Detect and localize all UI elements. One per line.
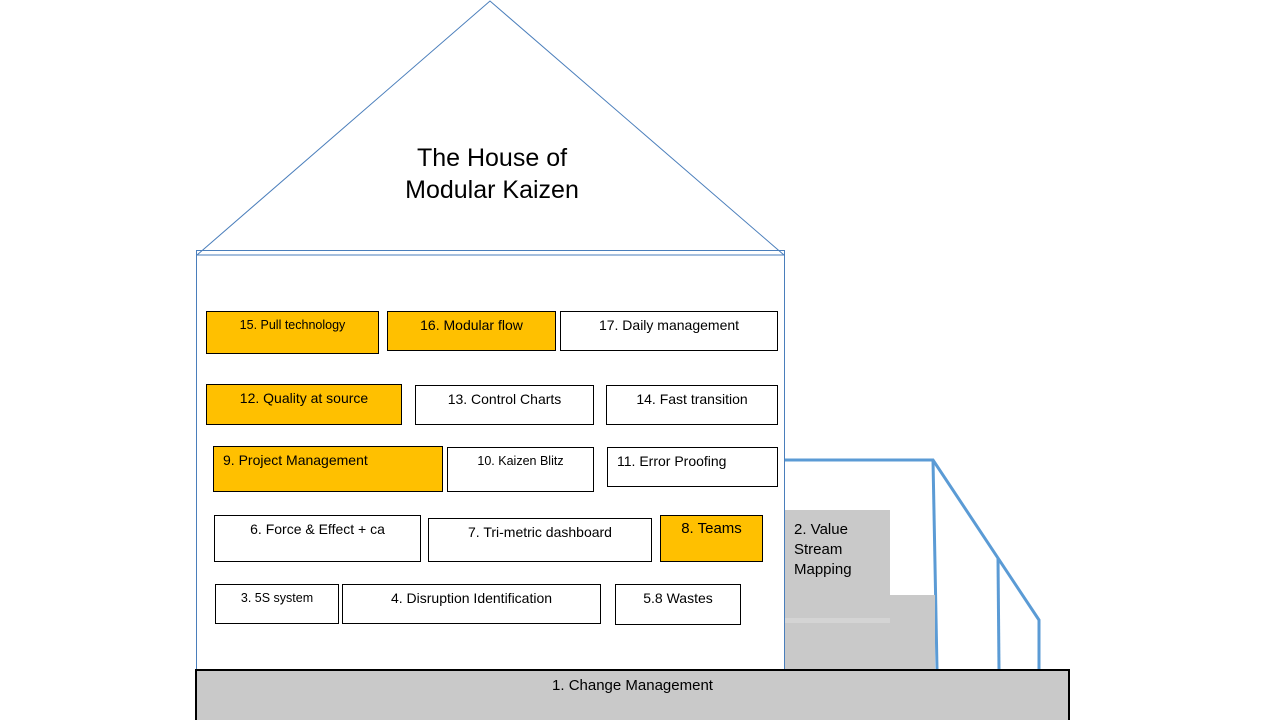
module-14: 14. Fast transition bbox=[606, 385, 778, 425]
value-stream-step bbox=[785, 595, 935, 669]
module-6: 6. Force & Effect + ca bbox=[214, 515, 421, 562]
module-2: 2. Value Stream Mapping bbox=[794, 521, 852, 578]
module-3: 3. 5S system bbox=[215, 584, 339, 624]
value-stream-divider bbox=[785, 618, 890, 623]
foundation-change-management: 1. Change Management bbox=[195, 669, 1070, 720]
module-11: 11. Error Proofing bbox=[607, 447, 778, 487]
module-7: 7. Tri-metric dashboard bbox=[428, 518, 652, 562]
rail-post-1 bbox=[931, 459, 939, 670]
roof bbox=[196, 0, 785, 256]
module-16: 16. Modular flow bbox=[387, 311, 556, 351]
rail-post-2 bbox=[996, 557, 1001, 670]
module-9: 9. Project Management bbox=[213, 446, 443, 492]
stair-rail bbox=[785, 458, 1041, 669]
module-5: 5.8 Wastes bbox=[615, 584, 741, 625]
module-4: 4. Disruption Identification bbox=[342, 584, 601, 624]
module-17: 17. Daily management bbox=[560, 311, 778, 351]
module-8: 8. Teams bbox=[660, 515, 763, 562]
module-13: 13. Control Charts bbox=[415, 385, 594, 425]
module-15: 15. Pull technology bbox=[206, 311, 379, 354]
diagram-title: The House of Modular Kaizen bbox=[405, 144, 579, 204]
module-12: 12. Quality at source bbox=[206, 384, 402, 425]
module-10: 10. Kaizen Blitz bbox=[447, 447, 594, 492]
